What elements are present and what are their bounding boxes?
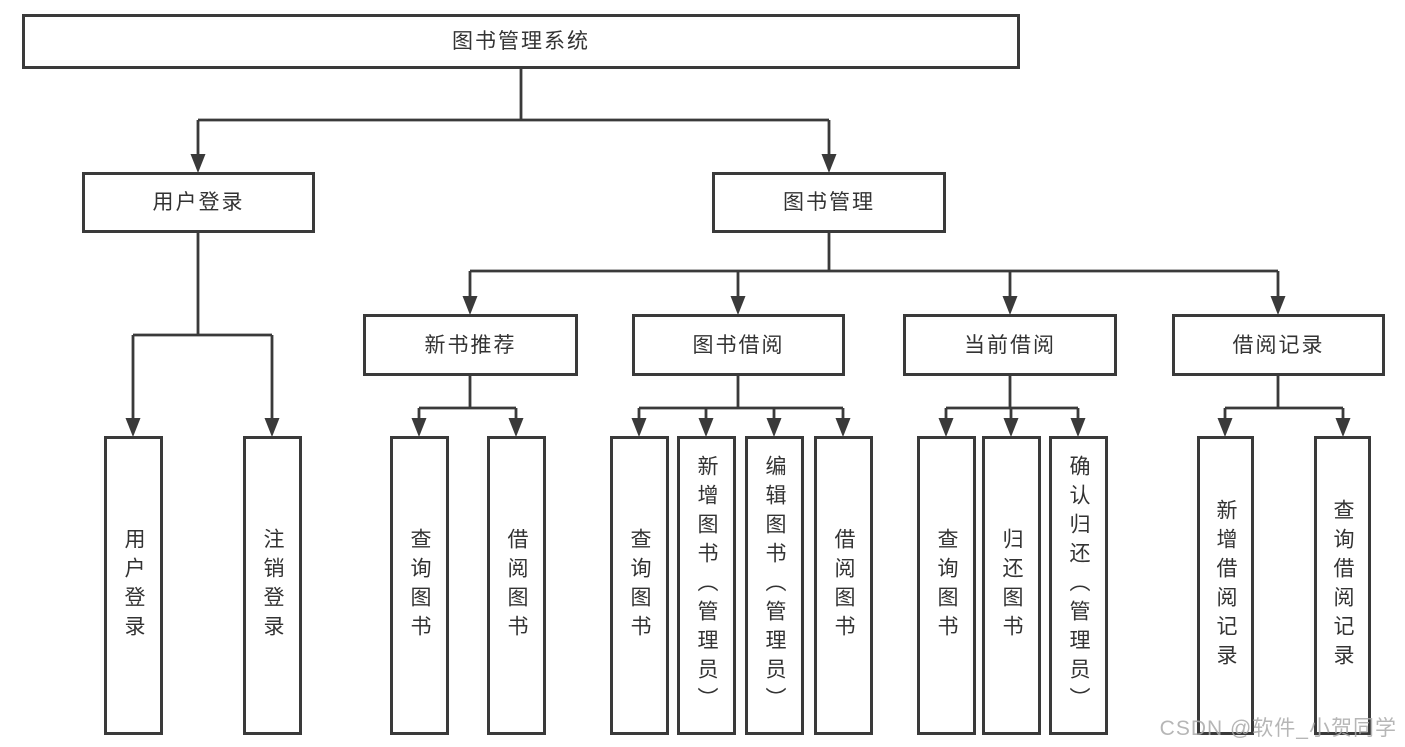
node-book-borrowing: 图书借阅 — [632, 314, 845, 376]
leaf-return-book: 归还图书 — [982, 436, 1041, 735]
node-user-login: 用户登录 — [82, 172, 315, 233]
csdn-watermark: CSDN @软件_小贺同学 — [1159, 717, 1397, 740]
leaf-logout: 注销登录 — [243, 436, 302, 735]
leaf-edit-book-admin: 编辑图书（管理员） — [745, 436, 804, 735]
leaf-query-borrow-record: 查询借阅记录 — [1314, 436, 1371, 735]
leaf-user-login: 用户登录 — [104, 436, 163, 735]
node-new-book-recommendation: 新书推荐 — [363, 314, 578, 376]
leaf-query-book-newrec: 查询图书 — [390, 436, 449, 735]
leaf-confirm-return-admin: 确认归还（管理员） — [1049, 436, 1108, 735]
leaf-add-borrow-record: 新增借阅记录 — [1197, 436, 1254, 735]
node-book-management: 图书管理 — [712, 172, 946, 233]
leaf-add-book-admin: 新增图书（管理员） — [677, 436, 736, 735]
leaf-query-book-borrow: 查询图书 — [610, 436, 669, 735]
leaf-borrow-book-newrec: 借阅图书 — [487, 436, 546, 735]
leaf-borrow-book: 借阅图书 — [814, 436, 873, 735]
leaf-query-book-current: 查询图书 — [917, 436, 976, 735]
node-library-management-system: 图书管理系统 — [22, 14, 1020, 69]
node-current-borrowing: 当前借阅 — [903, 314, 1117, 376]
node-borrowing-records: 借阅记录 — [1172, 314, 1385, 376]
